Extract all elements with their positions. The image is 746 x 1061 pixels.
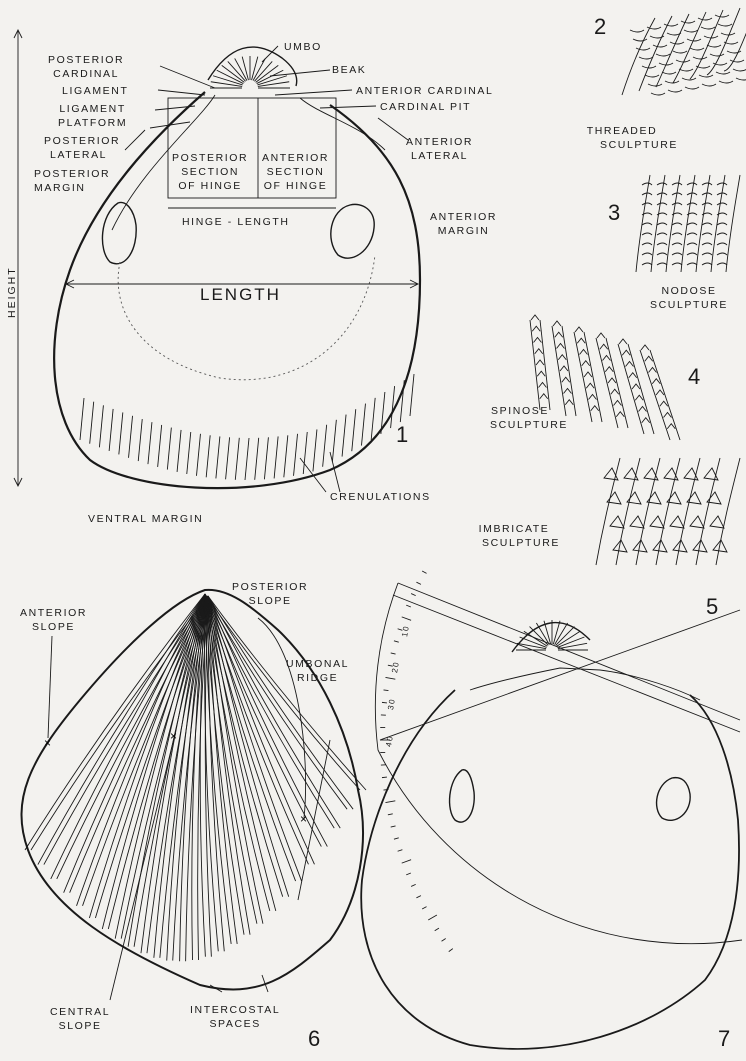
fig5-imbricate-sculpture-drawing xyxy=(596,458,740,565)
figure-number-7: 7 xyxy=(718,1026,730,1052)
label-spinose-sculpture: SPINOSE SCULPTURE xyxy=(472,404,568,432)
label-intercostal-spaces-line1: INTERCOSTAL xyxy=(190,1003,280,1017)
svg-text:×: × xyxy=(44,736,51,750)
label-anterior-section-of-hinge: ANTERIOR SECTION OF HINGE xyxy=(262,151,329,193)
label-posterior-margin: POSTERIOR MARGIN xyxy=(34,167,110,195)
label-posterior-cardinal-line2: CARDINAL xyxy=(48,67,124,81)
label-posterior-section-line2: SECTION xyxy=(172,165,248,179)
figure-number-6: 6 xyxy=(308,1026,320,1052)
label-anterior-margin-line2: MARGIN xyxy=(430,224,497,238)
label-imbricate: IMBRICATE xyxy=(468,522,560,536)
label-central-slope-line1: CENTRAL xyxy=(50,1005,110,1019)
label-posterior-lateral-line1: POSTERIOR xyxy=(44,134,120,148)
label-anterior-section-line3: OF HINGE xyxy=(262,179,329,193)
label-anterior-lateral: ANTERIOR LATERAL xyxy=(406,135,473,163)
label-threaded: THREADED xyxy=(566,124,678,138)
protractor-tick-10: 10 xyxy=(398,624,414,638)
label-crenulations: CRENULATIONS xyxy=(330,490,431,504)
fig3-nodose-sculpture-drawing xyxy=(636,175,740,272)
label-anterior-margin-line1: ANTERIOR xyxy=(430,210,497,224)
figure-number-1: 1 xyxy=(396,422,408,448)
label-central-slope: CENTRAL SLOPE xyxy=(50,1005,110,1033)
label-spinose-sculpture-word: SCULPTURE xyxy=(472,418,568,432)
label-cardinal-pit: CARDINAL PIT xyxy=(380,100,471,114)
label-anterior-slope-line2: SLOPE xyxy=(20,620,87,634)
svg-text:×: × xyxy=(300,812,307,826)
label-threaded-sculpture-word: SCULPTURE xyxy=(566,138,678,152)
protractor-tick-20: 20 xyxy=(388,660,404,674)
label-anterior-section-line2: SECTION xyxy=(262,165,329,179)
label-ligament-platform: LIGAMENT PLATFORM xyxy=(58,102,127,130)
label-intercostal-spaces: INTERCOSTAL SPACES xyxy=(190,1003,280,1031)
label-central-slope-line2: SLOPE xyxy=(50,1019,110,1033)
label-anterior-margin: ANTERIOR MARGIN xyxy=(430,210,497,238)
label-length: LENGTH xyxy=(200,288,281,302)
label-ligament-platform-line1: LIGAMENT xyxy=(58,102,127,116)
protractor-tick-30: 30 xyxy=(384,697,400,711)
label-posterior-margin-line2: MARGIN xyxy=(34,181,110,195)
label-beak: BEAK xyxy=(332,63,366,77)
label-posterior-lateral: POSTERIOR LATERAL xyxy=(44,134,120,162)
protractor-tick-40: 40 xyxy=(382,734,398,748)
label-posterior-lateral-line2: LATERAL xyxy=(44,148,120,162)
fig2-threaded-sculpture-drawing xyxy=(622,6,746,95)
label-posterior-slope-line2: SLOPE xyxy=(232,594,308,608)
label-anterior-section-line1: ANTERIOR xyxy=(262,151,329,165)
figure-number-2: 2 xyxy=(594,14,606,40)
label-ligament-platform-line2: PLATFORM xyxy=(58,116,127,130)
label-ligament: LIGAMENT xyxy=(62,84,128,98)
label-posterior-cardinal: POSTERIOR CARDINAL xyxy=(48,53,124,81)
label-umbo: UMBO xyxy=(284,40,322,54)
label-posterior-margin-line1: POSTERIOR xyxy=(34,167,110,181)
figure-number-3: 3 xyxy=(608,200,620,226)
label-umbonal-ridge: UMBONAL RIDGE xyxy=(286,657,349,685)
label-nodose-sculpture-word: SCULPTURE xyxy=(650,298,728,312)
label-anterior-slope-line1: ANTERIOR xyxy=(20,606,87,620)
label-imbricate-sculpture-word: SCULPTURE xyxy=(468,536,560,550)
label-ventral-margin: VENTRAL MARGIN xyxy=(88,512,203,526)
label-umbonal-ridge-line1: UMBONAL xyxy=(286,657,349,671)
label-threaded-sculpture: THREADED SCULPTURE xyxy=(566,124,678,152)
fig1-valve-interior xyxy=(14,30,420,492)
label-anterior-lateral-line2: LATERAL xyxy=(406,149,473,163)
fig7-protractor-measurement xyxy=(361,571,742,1049)
label-posterior-section-line3: OF HINGE xyxy=(172,179,248,193)
label-intercostal-spaces-line2: SPACES xyxy=(190,1017,280,1031)
label-height: HEIGHT xyxy=(6,266,18,318)
label-spinose: SPINOSE xyxy=(472,404,568,418)
label-umbonal-ridge-line2: RIDGE xyxy=(286,671,349,685)
label-anterior-cardinal: ANTERIOR CARDINAL xyxy=(356,84,493,98)
label-anterior-slope: ANTERIOR SLOPE xyxy=(20,606,87,634)
label-anterior-lateral-line1: ANTERIOR xyxy=(406,135,473,149)
label-nodose-sculpture: NODOSE SCULPTURE xyxy=(650,284,728,312)
label-posterior-slope-line1: POSTERIOR xyxy=(232,580,308,594)
label-posterior-slope: POSTERIOR SLOPE xyxy=(232,580,308,608)
label-posterior-section-line1: POSTERIOR xyxy=(172,151,248,165)
label-nodose: NODOSE xyxy=(650,284,728,298)
figure-number-4: 4 xyxy=(688,364,700,390)
label-posterior-cardinal-line1: POSTERIOR xyxy=(48,53,124,67)
label-posterior-section-of-hinge: POSTERIOR SECTION OF HINGE xyxy=(172,151,248,193)
label-hinge-length: HINGE - LENGTH xyxy=(182,215,290,229)
fig6-valve-exterior: × × × xyxy=(21,590,366,1000)
label-imbricate-sculpture: IMBRICATE SCULPTURE xyxy=(468,522,560,550)
figure-number-5: 5 xyxy=(706,594,718,620)
